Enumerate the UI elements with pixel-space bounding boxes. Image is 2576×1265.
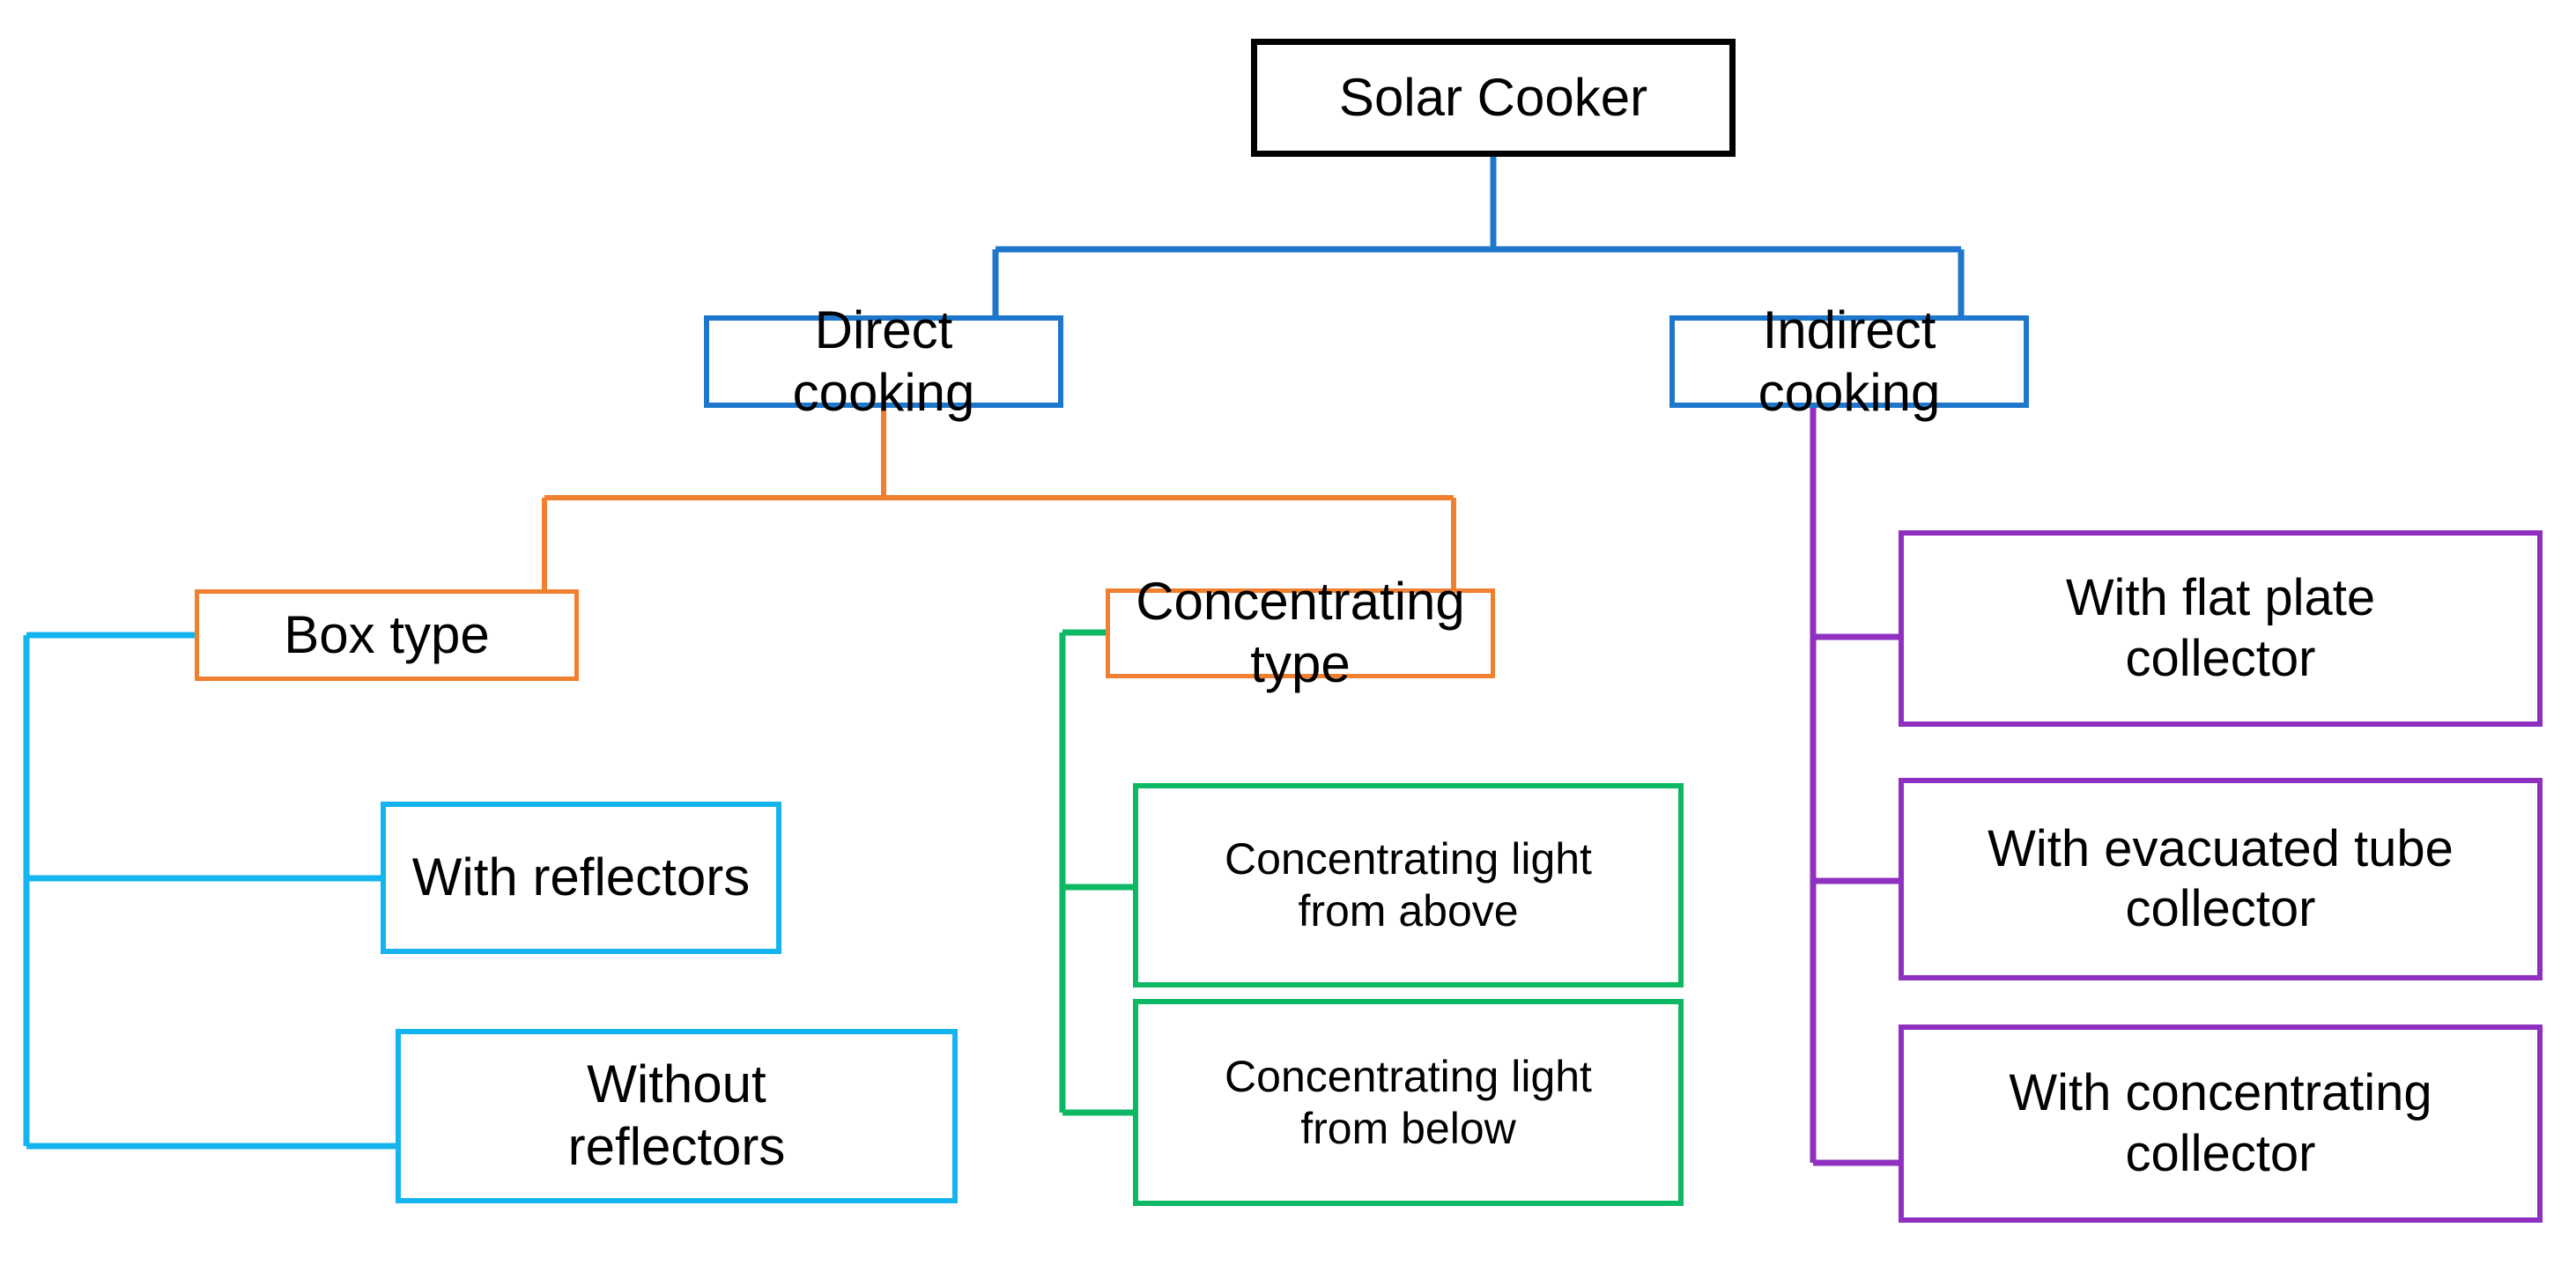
node-label-concentrating-type: Concentrating type [1136,572,1465,693]
node-label-box-type: Box type [284,604,490,664]
node-solar-cooker[interactable]: Solar Cooker [1251,39,1736,157]
node-direct-cooking[interactable]: Direct cooking [704,300,1063,422]
node-label-with-concentrating-collector: With concentrating collector [2009,1064,2432,1182]
node-label-with-reflectors: With reflectors [411,847,751,907]
node-with-flat-plate-collector[interactable]: With flat plate collector [1899,530,2543,727]
connector-indirect-to-children [1810,408,1899,1166]
connector-root-to-children [992,157,1965,315]
node-concentrating-type[interactable]: Concentrating type [1106,572,1495,693]
node-label-with-evacuated-tube-collector: With evacuated tube collector [1988,819,2454,937]
node-box-type[interactable]: Box type [195,589,579,681]
node-label-direct-cooking: Direct cooking [792,300,975,422]
node-label-with-flat-plate-collector: With flat plate collector [2065,569,2376,687]
node-without-reflectors[interactable]: Without reflectors [396,1029,958,1203]
node-label-concentrating-light-below: Concentrating light from below [1225,1051,1592,1153]
node-with-evacuated-tube-collector[interactable]: With evacuated tube collector [1899,778,2543,980]
node-concentrating-light-below[interactable]: Concentrating light from below [1133,999,1684,1206]
node-with-concentrating-collector[interactable]: With concentrating collector [1899,1025,2543,1223]
connector-concentrating-to-children [1059,629,1133,1116]
node-label-indirect-cooking: Indirect cooking [1758,300,1941,422]
connector-box-to-children [23,632,396,1150]
node-label-concentrating-light-above: Concentrating light from above [1225,834,1592,936]
connector-direct-to-children [542,408,1456,589]
node-indirect-cooking[interactable]: Indirect cooking [1669,300,2029,422]
node-label-without-reflectors: Without reflectors [567,1054,786,1176]
node-with-reflectors[interactable]: With reflectors [381,802,781,954]
node-label-solar-cooker: Solar Cooker [1338,67,1648,127]
node-concentrating-light-above[interactable]: Concentrating light from above [1133,783,1684,988]
